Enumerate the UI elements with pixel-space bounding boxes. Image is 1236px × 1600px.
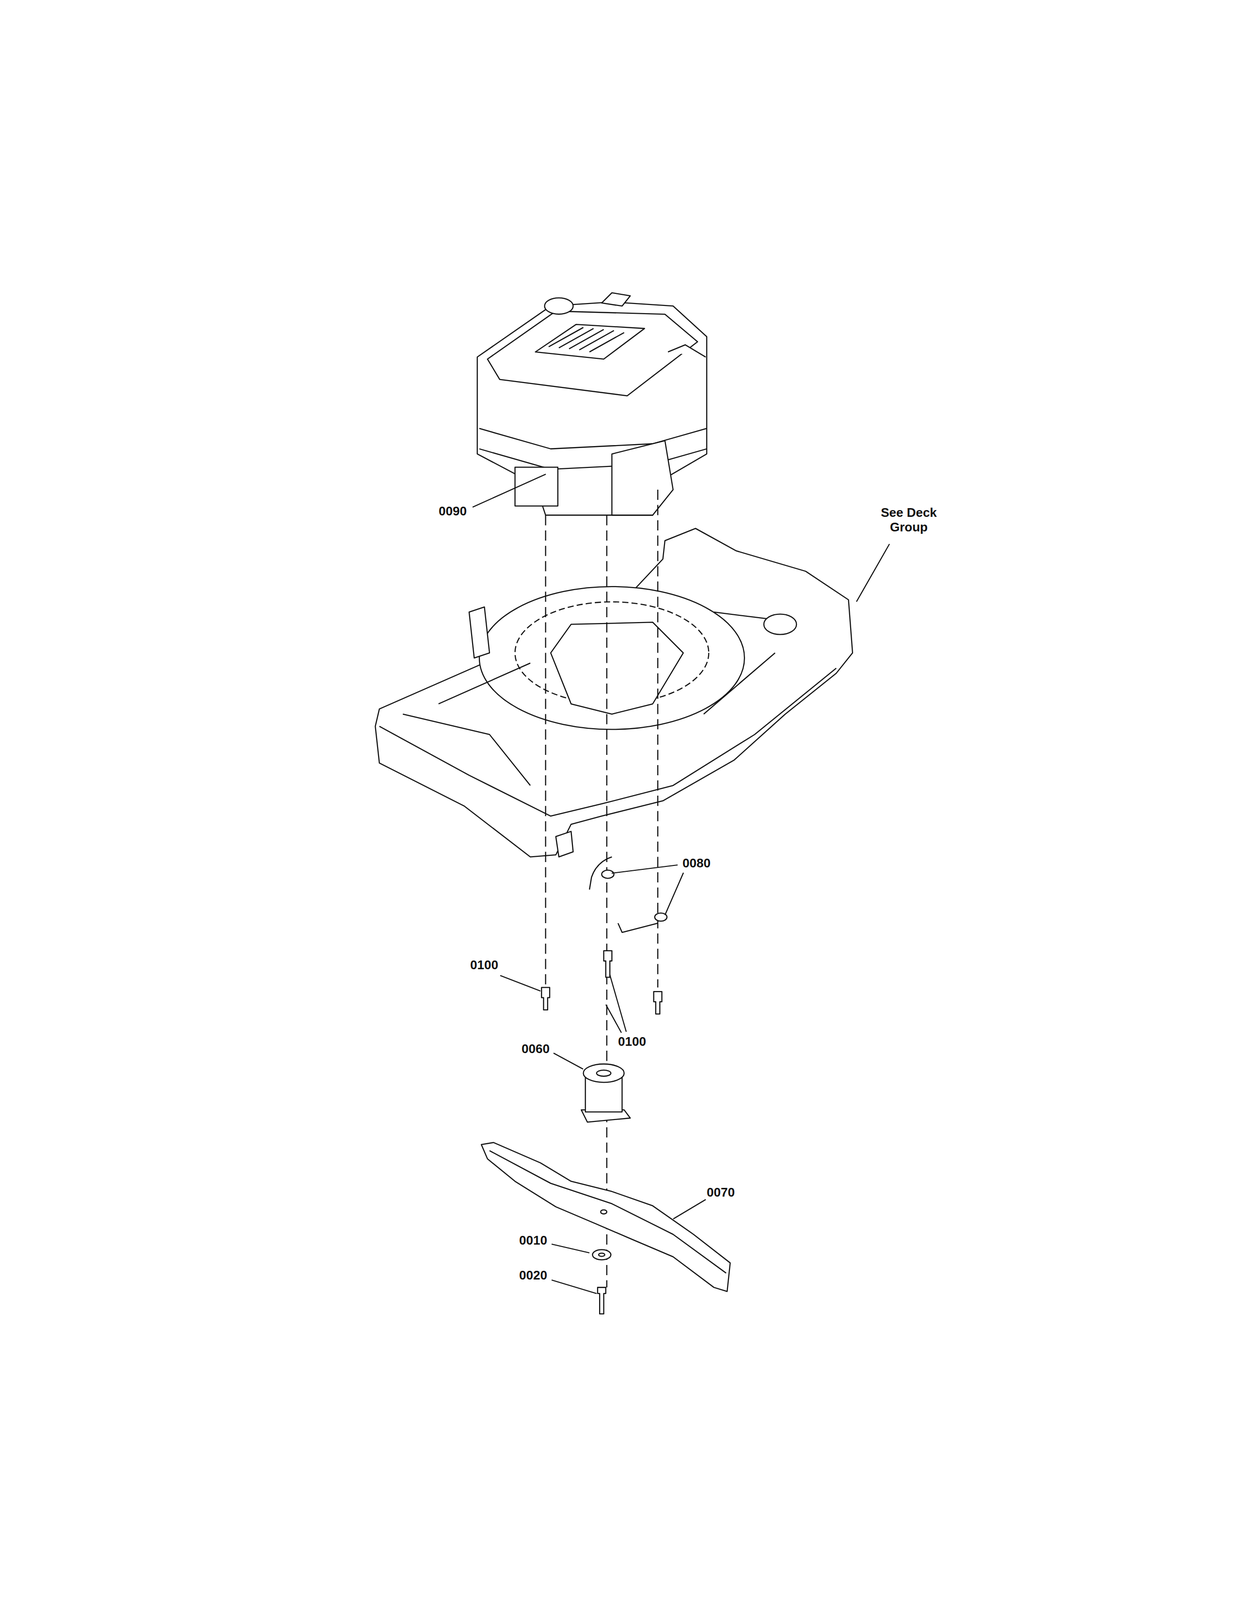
blade-hole <box>600 1209 607 1214</box>
assembly-line <box>544 515 546 985</box>
assembly-line <box>657 489 659 988</box>
callout-number: 0100 <box>618 1033 647 1049</box>
callout-note: See Deck Group <box>870 505 948 535</box>
vent-slots <box>548 327 625 352</box>
deck-dome <box>479 586 745 730</box>
adapter-bore <box>596 1069 611 1077</box>
leader-line <box>553 1052 584 1069</box>
engine-cover <box>487 311 698 397</box>
label-holder: 0070 <box>706 1184 735 1200</box>
washer-hole <box>598 1252 605 1257</box>
leader-lines <box>472 474 890 1294</box>
bolts <box>541 950 662 1014</box>
deck-rib <box>402 611 796 786</box>
fuel-tank <box>611 440 673 516</box>
leader-line <box>551 1279 597 1294</box>
drawing <box>375 292 853 1314</box>
label-holder: 0010 <box>519 1232 548 1248</box>
label-holder: 0080 <box>682 855 711 871</box>
callout-number: 0100 <box>470 957 499 972</box>
leader-line <box>472 474 546 508</box>
assembly-line <box>606 515 608 1288</box>
deck-tab <box>469 606 574 857</box>
leader-line <box>605 1004 622 1033</box>
label-holder: 0100 <box>618 1033 647 1049</box>
clip-eye <box>601 870 614 879</box>
blade-bolt <box>597 1286 606 1314</box>
leader-line <box>551 1243 590 1253</box>
leader-line <box>856 543 890 602</box>
label-holder: 0100 <box>470 957 499 972</box>
leader-line <box>500 975 541 991</box>
callout-number: 0080 <box>682 855 711 871</box>
bolt <box>603 950 613 978</box>
callout-number: 0020 <box>519 1267 548 1283</box>
carburetor <box>515 467 558 507</box>
callout-number: 0060 <box>521 1041 550 1056</box>
leader-line <box>665 872 684 915</box>
callout-number: 0090 <box>438 503 467 519</box>
oil-cap <box>544 297 574 315</box>
leader-line <box>611 864 678 873</box>
label-holder: See Deck Group <box>870 505 948 535</box>
mower-deck <box>375 528 853 857</box>
bolt <box>541 987 550 1010</box>
engine <box>477 292 707 516</box>
assembly-lines <box>545 489 658 1287</box>
chute-port <box>763 614 797 635</box>
blade-adapter <box>581 1063 631 1122</box>
label-holder: 0020 <box>519 1267 548 1283</box>
motor-well <box>550 621 684 714</box>
clip <box>618 922 658 933</box>
label-holder: 0090 <box>438 503 467 519</box>
callout-number: 0010 <box>519 1232 548 1248</box>
bolt <box>653 991 663 1014</box>
deck-outline <box>375 528 853 857</box>
leader-line <box>673 1199 706 1219</box>
blade-edge <box>489 1150 727 1273</box>
callout-number: 0070 <box>706 1184 735 1200</box>
engine-handle <box>601 292 706 358</box>
washer <box>592 1249 611 1260</box>
label-holder: 0060 <box>521 1041 550 1056</box>
engine-vent <box>535 324 645 360</box>
blade <box>481 1141 730 1291</box>
adapter-top <box>583 1063 624 1082</box>
leader-line <box>609 974 627 1032</box>
engine-band <box>479 428 707 470</box>
engine-body <box>477 301 707 516</box>
